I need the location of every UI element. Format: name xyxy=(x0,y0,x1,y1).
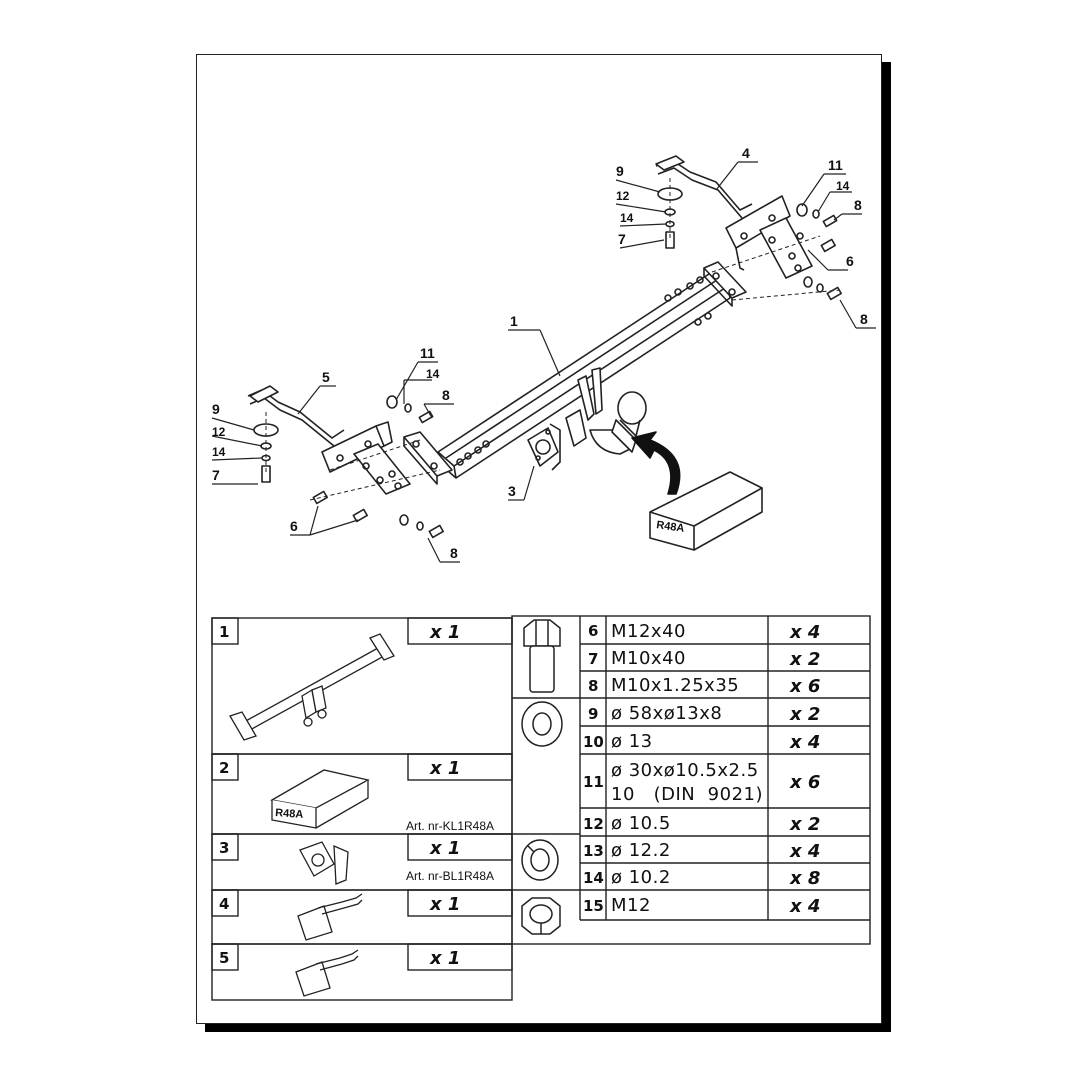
callout-9-right: 9 xyxy=(616,163,624,179)
callout-14-left-top: 14 xyxy=(426,367,440,381)
part-5-number: 5 xyxy=(219,949,229,967)
part-2-box-label: R48A xyxy=(275,807,304,821)
part-2-article: Art. nr-KL1R48A xyxy=(406,819,494,833)
r48a-box-icon xyxy=(649,471,763,551)
left-hardware-stack xyxy=(253,395,444,539)
hw-9-qty: x 2 xyxy=(789,704,820,725)
hw-12-qty: x 2 xyxy=(789,814,820,835)
thumb-r48a-box xyxy=(270,769,370,829)
r48a-box-label: R48A xyxy=(656,519,686,535)
part-3-number: 3 xyxy=(219,839,229,857)
hw-10-spec: ø 13 xyxy=(611,731,653,752)
callout-1: 1 xyxy=(510,313,518,329)
nut-icon xyxy=(521,897,561,935)
callout-14-right: 14 xyxy=(620,211,634,225)
part-1-qty: x 1 xyxy=(429,622,460,643)
part-3-article: Art. nr-BL1R48A xyxy=(406,869,494,883)
callout-9-left: 9 xyxy=(212,401,220,417)
beam-bolts-right xyxy=(664,276,712,326)
callout-6-left: 6 xyxy=(290,518,298,534)
socket-plate xyxy=(527,423,561,471)
left-mount-plate xyxy=(353,443,411,495)
hw-14-qty: x 8 xyxy=(789,868,820,889)
hw-12-number: 12 xyxy=(583,815,604,833)
hw-10-qty: x 4 xyxy=(789,732,820,753)
part-2-qty: x 1 xyxy=(429,758,460,779)
callout-12-left: 12 xyxy=(212,425,226,439)
callout-11-right: 11 xyxy=(828,157,843,173)
hw-7-spec: M10x40 xyxy=(611,648,686,669)
beam-end-plate-left xyxy=(403,431,453,485)
hw-13-number: 13 xyxy=(583,842,604,860)
hw-11-spec-line2: 10 (DIN 9021) xyxy=(611,784,763,805)
hw-15-spec: M12 xyxy=(611,895,651,916)
part-1-number: 1 xyxy=(219,623,229,641)
hw-6-qty: x 4 xyxy=(789,622,820,643)
callout-14-right-top: 14 xyxy=(836,179,850,193)
callout-6-right: 6 xyxy=(846,253,854,269)
hw-11-spec: ø 30xø10.5x2.5 xyxy=(611,760,759,781)
hw-10-number: 10 xyxy=(583,733,604,751)
hw-7-qty: x 2 xyxy=(789,649,820,670)
part-2-number: 2 xyxy=(219,759,229,777)
curved-arrow-icon xyxy=(631,431,681,495)
hw-12-spec: ø 10.5 xyxy=(611,813,671,834)
callout-5: 5 xyxy=(322,369,330,385)
callout-11-left: 11 xyxy=(420,345,435,361)
hw-7-number: 7 xyxy=(588,650,598,668)
callout-8-right-top: 8 xyxy=(854,197,862,213)
part-4-qty: x 1 xyxy=(429,894,460,915)
callout-12-right: 12 xyxy=(616,189,630,203)
hw-14-number: 14 xyxy=(583,869,604,887)
part-3-qty: x 1 xyxy=(429,838,460,859)
hw-9-number: 9 xyxy=(588,705,598,723)
hw-6-spec: M12x40 xyxy=(611,621,686,642)
thumb-bracket-4 xyxy=(297,893,363,941)
hw-13-spec: ø 12.2 xyxy=(611,840,671,861)
hw-8-number: 8 xyxy=(588,677,598,695)
callout-7-right: 7 xyxy=(618,231,626,247)
hw-6-number: 6 xyxy=(588,622,598,640)
hw-15-qty: x 4 xyxy=(789,896,820,917)
callout-leader-lines xyxy=(211,161,876,563)
callout-8-left-top: 8 xyxy=(442,387,450,403)
hardware-pictograms xyxy=(521,619,563,935)
thumb-socket-plate xyxy=(299,841,349,885)
left-bracket xyxy=(247,385,393,473)
hw-14-spec: ø 10.2 xyxy=(611,867,671,888)
hw-8-spec: M10x1.25x35 xyxy=(611,675,739,696)
tow-hitch-neck xyxy=(565,367,633,455)
parts-table xyxy=(211,615,871,1001)
callout-8-bottom: 8 xyxy=(450,545,458,561)
tow-ball xyxy=(611,391,647,453)
part-5-qty: x 1 xyxy=(429,948,460,969)
hw-9-spec: ø 58xø13x8 xyxy=(611,703,722,724)
cross-beam xyxy=(437,271,731,479)
thumb-bracket-5 xyxy=(295,949,359,997)
thumb-cross-beam xyxy=(229,633,395,741)
right-bracket xyxy=(655,155,791,271)
part-thumbnails xyxy=(229,633,395,997)
hw-11-number: 11 xyxy=(583,773,604,791)
callout-4: 4 xyxy=(742,145,750,161)
hw-13-qty: x 4 xyxy=(789,841,820,862)
hw-8-qty: x 6 xyxy=(789,676,820,697)
bolt-icon xyxy=(523,619,561,693)
right-mount-plate xyxy=(759,217,813,279)
spring-washer-icon xyxy=(521,839,559,881)
assembly-guide-lines xyxy=(265,178,841,501)
hw-11-qty: x 6 xyxy=(789,772,820,793)
part-4-number: 4 xyxy=(219,895,229,913)
washer-icon xyxy=(521,701,563,747)
callout-14-left: 14 xyxy=(212,445,226,459)
callout-3: 3 xyxy=(508,483,516,499)
beam-bolts-left xyxy=(456,440,490,466)
callout-8-right-bottom: 8 xyxy=(860,311,868,327)
callout-7-left: 7 xyxy=(212,467,220,483)
hw-15-number: 15 xyxy=(583,897,604,915)
